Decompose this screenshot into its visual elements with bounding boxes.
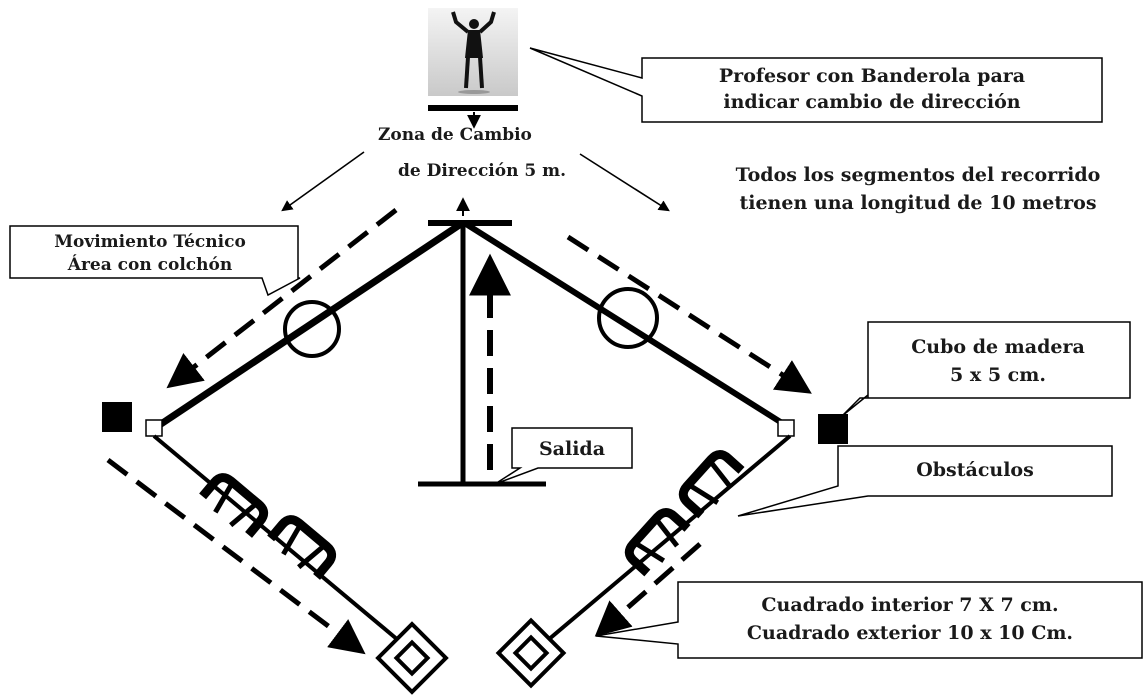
movimiento-label-2: Área con colchón	[67, 254, 232, 275]
right-upper-dashed-arrow	[566, 234, 812, 394]
zona-label-1: Zona de Cambio	[378, 125, 532, 145]
cuadrado-callout: Cuadrado interior 7 X 7 cm. Cuadrado ext…	[595, 581, 1143, 659]
zona-arrow-right	[579, 153, 670, 212]
right-lower-dashed-arrow	[594, 542, 702, 637]
zona-label-2: de Dirección 5 m.	[398, 161, 566, 181]
profesor-callout: Profesor con Banderola para indicar camb…	[529, 47, 1103, 123]
left-target-square	[375, 621, 449, 695]
right-target-square	[495, 617, 567, 689]
movimiento-callout: Movimiento Técnico Área con colchón	[9, 225, 301, 297]
right-wooden-cube	[818, 414, 848, 444]
salida-callout: Salida	[494, 427, 633, 485]
left-upper-dashed-arrow	[166, 208, 398, 389]
left-mat-circle	[283, 300, 341, 358]
right-upper-track	[464, 221, 792, 431]
segmentos-label-1: Todos los segmentos del recorrido	[736, 164, 1101, 186]
segmentos-label-2: tienen una longitud de 10 metros	[739, 192, 1096, 214]
cuadrado-label-2: Cuadrado exterior 10 x 10 Cm.	[747, 622, 1073, 644]
obstaculos-callout: Obstáculos	[737, 445, 1113, 517]
left-obstacle-1	[199, 473, 269, 538]
profesor-label-2: indicar cambio de dirección	[723, 91, 1020, 113]
left-wooden-cube	[102, 402, 132, 432]
cubo-label-1: Cubo de madera	[911, 336, 1085, 358]
cubo-callout: Cubo de madera 5 x 5 cm.	[841, 321, 1131, 417]
right-obstacle-2	[624, 508, 691, 577]
left-upper-track	[153, 221, 463, 431]
cubo-label-2: 5 x 5 cm.	[950, 364, 1046, 386]
right-mat-circle	[597, 287, 659, 349]
right-obstacle-1	[678, 450, 745, 519]
profesor-label-1: Profesor con Banderola para	[719, 65, 1025, 87]
obstaculos-label: Obstáculos	[916, 459, 1034, 481]
movimiento-label-1: Movimiento Técnico	[54, 232, 246, 252]
teacher-base-line	[428, 105, 518, 111]
cuadrado-label-1: Cuadrado interior 7 X 7 cm.	[761, 594, 1058, 616]
salida-label: Salida	[539, 438, 605, 460]
right-corner-square	[777, 419, 795, 437]
zona-arrow-left	[281, 151, 365, 212]
left-corner-square	[145, 419, 163, 437]
teacher-photo	[428, 8, 518, 96]
left-lower-dashed-arrow	[106, 458, 366, 655]
left-obstacle-2	[267, 515, 337, 580]
